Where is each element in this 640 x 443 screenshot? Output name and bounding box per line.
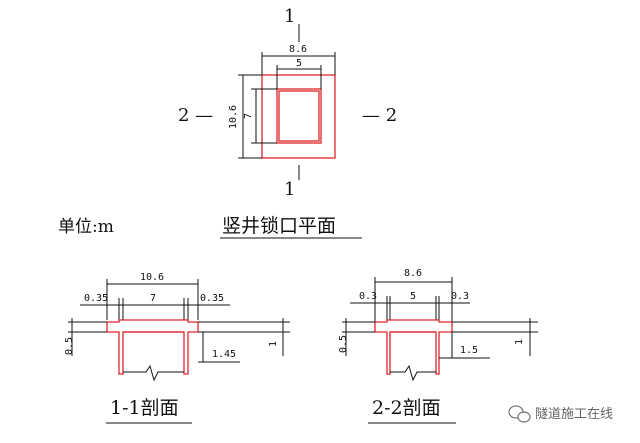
plan-title: 竖井锁口平面 [222,215,336,237]
dim-s2-depth: 1.5 [460,345,478,356]
dim-inner-width: 5 [296,58,302,69]
dim-s1-collar-height: 0.5 [64,337,75,355]
s2-collar-outline [374,319,453,375]
dim-s1-inner-width: 7 [150,293,156,304]
s1-collar-outline [106,319,199,375]
dim-outer-width: 8.6 [289,44,307,55]
watermark-text: 隧道施工在线 [535,406,613,422]
section-mark-1-bottom: 1 [284,179,295,200]
section-1-title: 1-1剖面 [110,397,179,419]
dim-inner-height: 7 [243,113,254,119]
dim-s2-ground-offset: 1 [514,339,525,345]
shaft-outer-outline [261,74,336,159]
wechat-icon [508,405,531,423]
section-mark-1-top: 1 [284,6,295,27]
plan-view: 1 1 2 — — 2 8.6 5 10.6 7 单位:m 竖井锁口平面 [58,6,397,239]
section-1-view: 10.6 0.35 7 0.35 0.5 1 1.45 1-1剖面 [64,272,290,424]
dim-s1-ground-offset: 1 [268,341,279,347]
dim-s1-right-wall: 0.35 [200,293,224,304]
dim-s1-depth: 1.45 [212,349,236,360]
watermark: 隧道施工在线 [508,405,613,423]
s1-break-line [123,364,184,382]
dim-s2-right-wall: 0.3 [451,291,469,302]
section-2-title: 2-2剖面 [372,397,441,419]
section-mark-2-left: 2 — [178,105,213,126]
dim-s2-left-wall: 0.3 [359,291,377,302]
dim-s1-total-width: 10.6 [140,272,164,283]
dim-s1-left-wall: 0.35 [84,293,108,304]
dim-s2-inner-width: 5 [410,291,416,302]
dim-s2-total-width: 8.6 [404,268,422,279]
section-2-view: 8.6 0.3 5 0.3 0.5 1 1.5 2-2剖面 [338,268,538,424]
dim-outer-height: 10.6 [228,105,239,129]
dim-s2-collar-height: 0.5 [338,335,349,353]
s2-break-line [390,364,436,382]
shaft-inner-opening [276,88,322,144]
shaft-inner-lining [278,90,320,142]
unit-label: 单位:m [58,217,114,237]
section-mark-2-right: — 2 [362,105,397,126]
